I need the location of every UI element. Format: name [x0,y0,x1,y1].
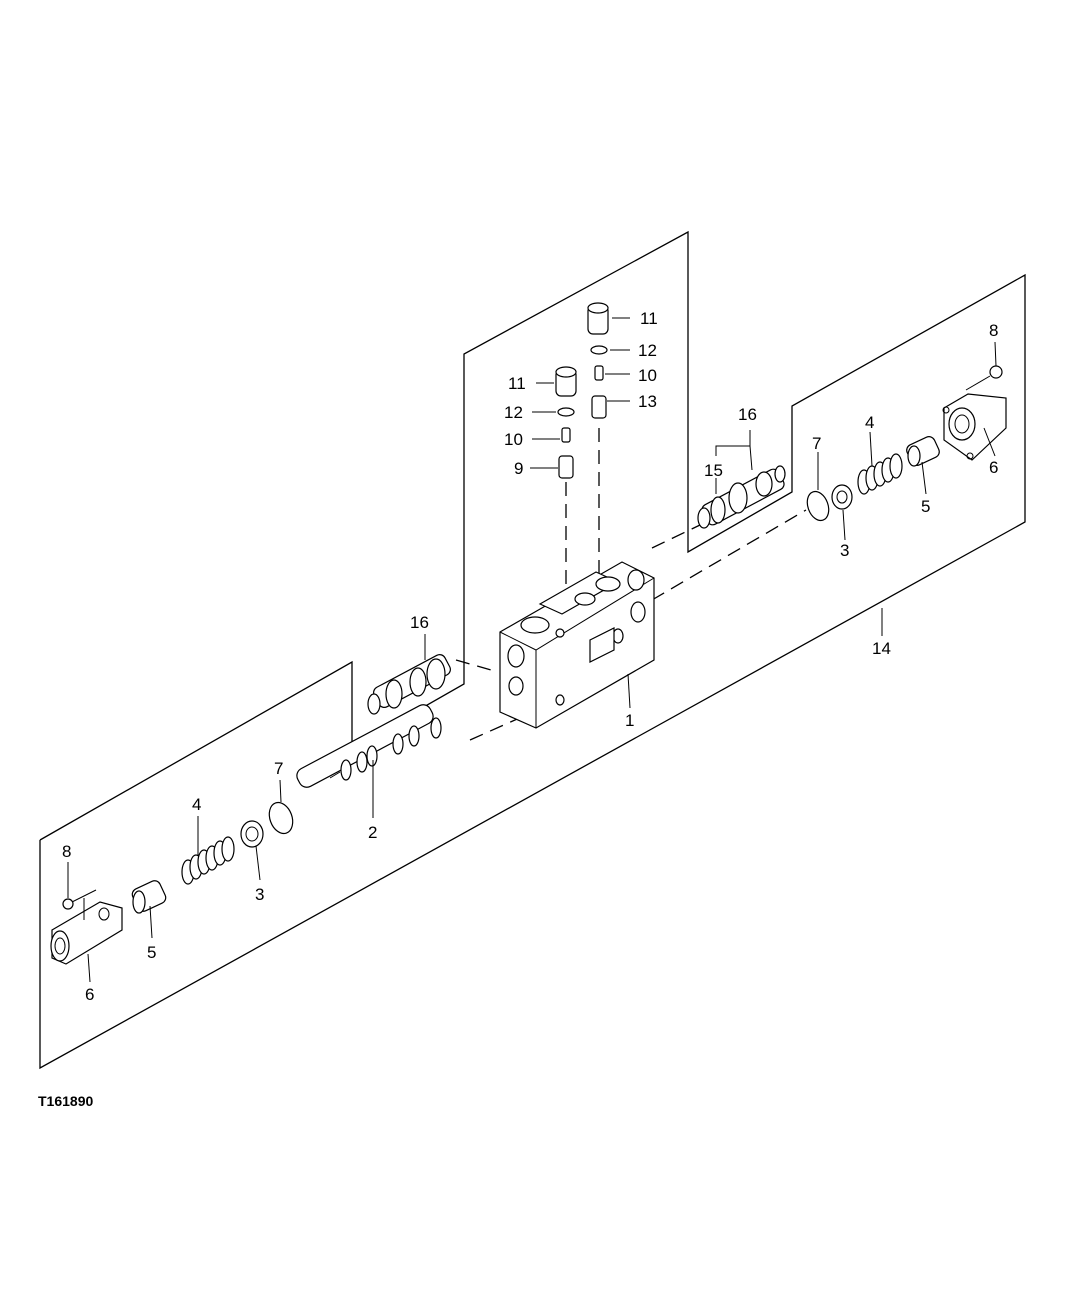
callout-12-right: 12 [638,341,657,360]
callout-4-left: 4 [192,795,201,814]
figure-id: T161890 [38,1093,93,1109]
relief-valve-right [697,465,786,529]
o-ring-left [268,801,294,835]
assembly-lines [455,428,807,741]
callout-6-left: 6 [85,985,94,1004]
leader-lines [67,317,997,983]
callout-8-left: 8 [62,842,71,861]
callout-7-right: 7 [812,434,821,453]
callout-14: 14 [872,639,891,658]
callout-10-left: 10 [504,430,523,449]
spring-left [181,836,235,885]
callout-8-right: 8 [989,321,998,340]
left-end-parts [50,801,294,965]
valve-block [499,561,655,729]
callout-9: 9 [514,459,523,478]
callout-5-left: 5 [147,943,156,962]
callout-10-right: 10 [638,366,657,385]
callout-3-left: 3 [255,885,264,904]
callout-labels: 11 12 10 13 11 12 10 9 16 15 1 16 2 7 4 … [62,309,998,1004]
callout-12-left: 12 [504,403,523,422]
top-port-parts [555,302,609,479]
callout-11-left: 11 [508,374,526,393]
callout-11-right: 11 [640,309,658,328]
relief-valve-left [367,654,451,715]
spring-right [857,453,903,495]
callout-1: 1 [625,711,634,730]
callout-15: 15 [704,461,723,480]
callout-4-right: 4 [865,413,874,432]
callout-16-left: 16 [410,613,429,632]
callout-3-right: 3 [840,541,849,560]
callout-13: 13 [638,392,657,411]
callout-5-right: 5 [921,497,930,516]
callout-7-left: 7 [274,759,283,778]
right-end-parts [806,365,1007,522]
spool [296,704,442,788]
callout-16-right: 16 [738,405,757,424]
callout-6-right: 6 [989,458,998,477]
callout-2: 2 [368,823,377,842]
